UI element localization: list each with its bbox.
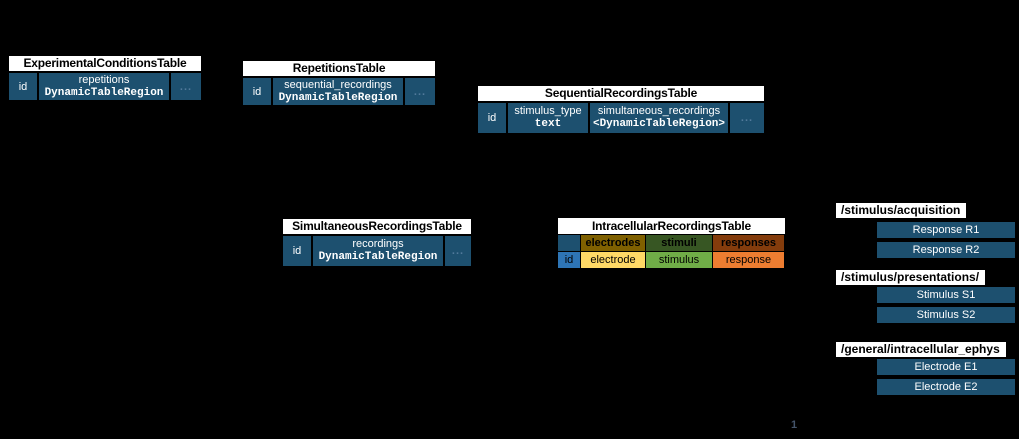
response-cell: response	[713, 252, 784, 268]
id-cell: id	[243, 78, 271, 105]
column-type: DynamicTableRegion	[318, 251, 438, 263]
stimulus-s2-box: Stimulus S2	[877, 307, 1015, 323]
column-row: id electrode stimulus response	[558, 252, 785, 268]
id-cell: id	[558, 252, 580, 268]
column-type: DynamicTableRegion	[278, 91, 398, 104]
electrode-e1-box: Electrode E1	[877, 359, 1015, 375]
stimuli-group-header: stimuli	[646, 235, 712, 251]
repetitions-cell: repetitions DynamicTableRegion	[39, 73, 169, 100]
electrodes-group-header: electrodes	[581, 235, 645, 251]
sequential-recordings-cell: sequential_recordings DynamicTableRegion	[273, 78, 403, 105]
table-title: SimultaneousRecordingsTable	[283, 219, 471, 234]
id-cell: id	[478, 103, 506, 133]
table-row: id stimulus_type text simultaneous_recor…	[478, 103, 764, 133]
table-simultaneous-recordings: SimultaneousRecordingsTable id recording…	[283, 219, 471, 266]
response-r1-box: Response R1	[877, 222, 1015, 238]
table-title: SequentialRecordingsTable	[478, 86, 764, 101]
stimulus-s1-box: Stimulus S1	[877, 287, 1015, 303]
stimulus-type-cell: stimulus_type text	[508, 103, 588, 133]
column-name: stimulus_type	[514, 105, 582, 117]
recordings-cell: recordings DynamicTableRegion	[313, 236, 443, 266]
column-name: repetitions	[78, 73, 130, 86]
column-name: simultaneous_recordings	[597, 105, 721, 117]
column-name: recordings	[352, 238, 404, 250]
group-header-row: electrodes stimuli responses	[558, 235, 785, 251]
column-type: text	[534, 118, 562, 130]
stimulus-cell: stimulus	[646, 252, 712, 268]
column-type: DynamicTableRegion	[44, 86, 164, 99]
table-title: ExperimentalConditionsTable	[9, 56, 201, 71]
response-r2-box: Response R2	[877, 242, 1015, 258]
line-fragment-artifact	[782, 221, 784, 230]
path-label-general-intracellular-ephys: /general/intracellular_ephys	[836, 342, 1006, 357]
path-label-stimulus-presentations: /stimulus/presentations/	[836, 270, 986, 285]
id-cell: id	[9, 73, 37, 100]
path-label-stimulus-acquisition: /stimulus/acquisition	[836, 203, 967, 218]
simultaneous-recordings-cell: simultaneous_recordings <DynamicTableReg…	[590, 103, 728, 133]
column-name: sequential_recordings	[284, 78, 392, 91]
table-row: id repetitions DynamicTableRegion ...	[9, 73, 201, 100]
table-row: id sequential_recordings DynamicTableReg…	[243, 78, 435, 105]
column-type: <DynamicTableRegion>	[592, 118, 726, 130]
table-title: RepetitionsTable	[243, 61, 435, 76]
footnote-mark: 1	[791, 419, 798, 431]
more-columns-cell: ...	[171, 73, 201, 100]
table-repetitions: RepetitionsTable id sequential_recording…	[243, 61, 435, 105]
more-columns-cell: ...	[405, 78, 435, 105]
id-cell: id	[283, 236, 311, 266]
responses-group-header: responses	[713, 235, 784, 251]
table-sequential-recordings: SequentialRecordingsTable id stimulus_ty…	[478, 86, 764, 133]
table-title: IntracellularRecordingsTable	[558, 218, 785, 234]
table-experimental-conditions: ExperimentalConditionsTable id repetitio…	[9, 56, 201, 100]
more-columns-cell: ...	[730, 103, 764, 133]
electrode-e2-box: Electrode E2	[877, 379, 1015, 395]
table-row: id recordings DynamicTableRegion ...	[283, 236, 471, 266]
more-columns-cell: ...	[445, 236, 471, 266]
table-intracellular-recordings: IntracellularRecordingsTable electrodes …	[558, 218, 785, 268]
electrode-cell: electrode	[581, 252, 645, 268]
empty-corner-cell	[558, 235, 580, 251]
